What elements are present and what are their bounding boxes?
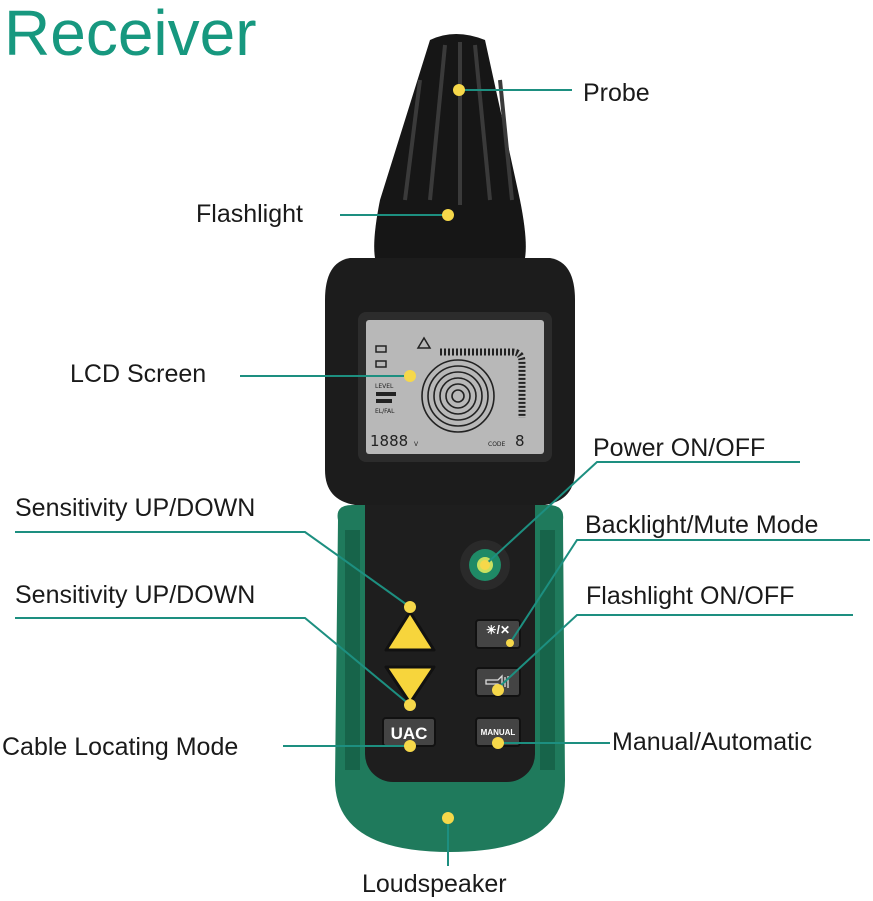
manual-button-label: MANUAL <box>481 728 516 737</box>
lcd-bar-2 <box>376 399 392 403</box>
lcd-digits: 1888 <box>370 432 408 450</box>
battery-icon <box>375 345 387 353</box>
label-flashlight: Flashlight <box>196 200 303 228</box>
label-power: Power ON/OFF <box>593 434 765 462</box>
label-backlight-mute: Backlight/Mute Mode <box>585 511 818 539</box>
backlight-line <box>509 539 870 644</box>
receiver-device: LEVEL EL/FAL 1888 V CODE 8 UAC ☀/✕ MANUA… <box>325 34 575 852</box>
lcd-mode: EL/FAL <box>375 408 395 415</box>
uac-button-label: UAC <box>391 724 428 743</box>
sun-mute-icon: ☀/✕ <box>486 623 510 637</box>
sens-down-line <box>15 617 411 706</box>
warning-icon <box>416 336 432 349</box>
flashlight-onoff-line <box>497 614 853 689</box>
probe-ridges <box>403 42 514 205</box>
lcd-screen <box>366 320 544 454</box>
battery-icon-2 <box>375 360 387 368</box>
leader-lines <box>15 89 870 866</box>
lcd-target-rings <box>421 359 495 433</box>
label-sensitivity-down: Sensitivity UP/DOWN <box>15 581 255 609</box>
label-manual-auto: Manual/Automatic <box>612 728 812 756</box>
sensitivity-up-button[interactable] <box>384 610 436 652</box>
sensitivity-down-button[interactable] <box>384 665 436 705</box>
lcd-bar <box>376 392 396 396</box>
power-line <box>484 461 800 566</box>
label-loudspeaker: Loudspeaker <box>362 870 507 898</box>
lcd-code-digit: 8 <box>515 432 525 450</box>
label-flashlight-onoff: Flashlight ON/OFF <box>586 582 794 610</box>
marker-dots <box>404 84 514 824</box>
label-cable-locating: Cable Locating Mode <box>2 733 238 761</box>
lcd-level: LEVEL <box>375 383 394 390</box>
lcd-signal-bar <box>440 348 526 418</box>
label-lcd-screen: LCD Screen <box>70 360 206 388</box>
title: Receiver <box>4 0 257 69</box>
label-sensitivity-up: Sensitivity UP/DOWN <box>15 494 255 522</box>
probe <box>374 34 526 258</box>
manual-button[interactable]: MANUAL <box>475 717 521 747</box>
lcd-code: CODE <box>488 441 506 448</box>
label-probe: Probe <box>583 79 650 107</box>
lcd-unit: V <box>414 441 419 448</box>
sens-up-line <box>15 531 411 608</box>
